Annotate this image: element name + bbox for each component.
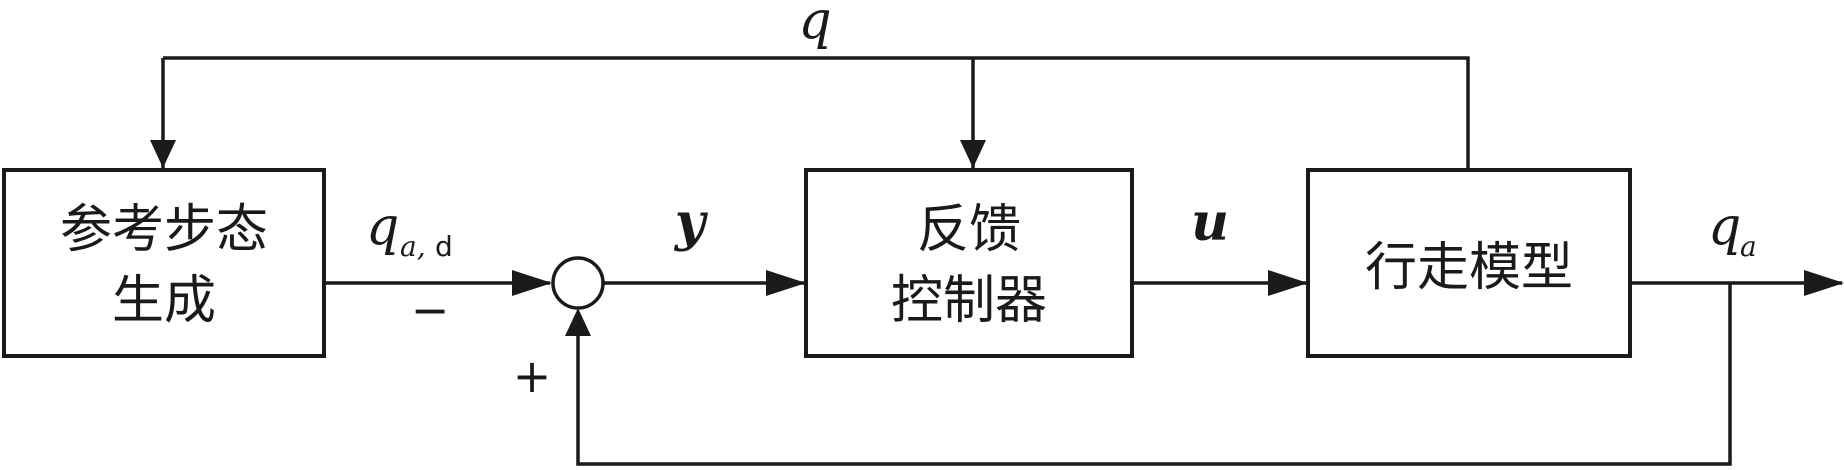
arrowhead-icon	[512, 270, 552, 296]
arrowhead-icon	[1268, 270, 1308, 296]
arrowhead-icon	[150, 140, 176, 168]
reference-gait-label-line2: 生成	[112, 271, 216, 331]
q-signal-label: q	[798, 0, 831, 51]
qa-signal-label: q	[1708, 197, 1741, 257]
walking-model-label: 行走模型	[1365, 238, 1573, 298]
arrowhead-icon	[766, 270, 806, 296]
qa-subscript: a	[1740, 230, 1757, 263]
summing-junction	[551, 256, 605, 310]
y-signal-label: y	[674, 192, 709, 253]
feedback-controller-block	[804, 168, 1134, 358]
reference-gait-block	[2, 168, 326, 358]
q-feedback-line	[163, 56, 1470, 170]
arrowhead-icon	[960, 140, 986, 168]
qad-subscript-a: a,	[400, 230, 426, 263]
minus-sign: −	[411, 283, 450, 337]
u-signal-label: u	[1191, 192, 1229, 253]
feedback-controller-label-line1: 反馈	[917, 200, 1021, 260]
arrowhead-icon	[565, 308, 591, 336]
feedback-controller-label-line2: 控制器	[891, 271, 1047, 331]
qad-subscript-d: d	[435, 230, 453, 263]
plus-sign: +	[513, 349, 552, 403]
qad-signal-label: q	[366, 197, 399, 257]
arrowhead-icon	[1804, 270, 1844, 296]
reference-gait-label-line1: 参考步态	[60, 200, 268, 260]
qa-feedback-line	[576, 283, 1732, 466]
